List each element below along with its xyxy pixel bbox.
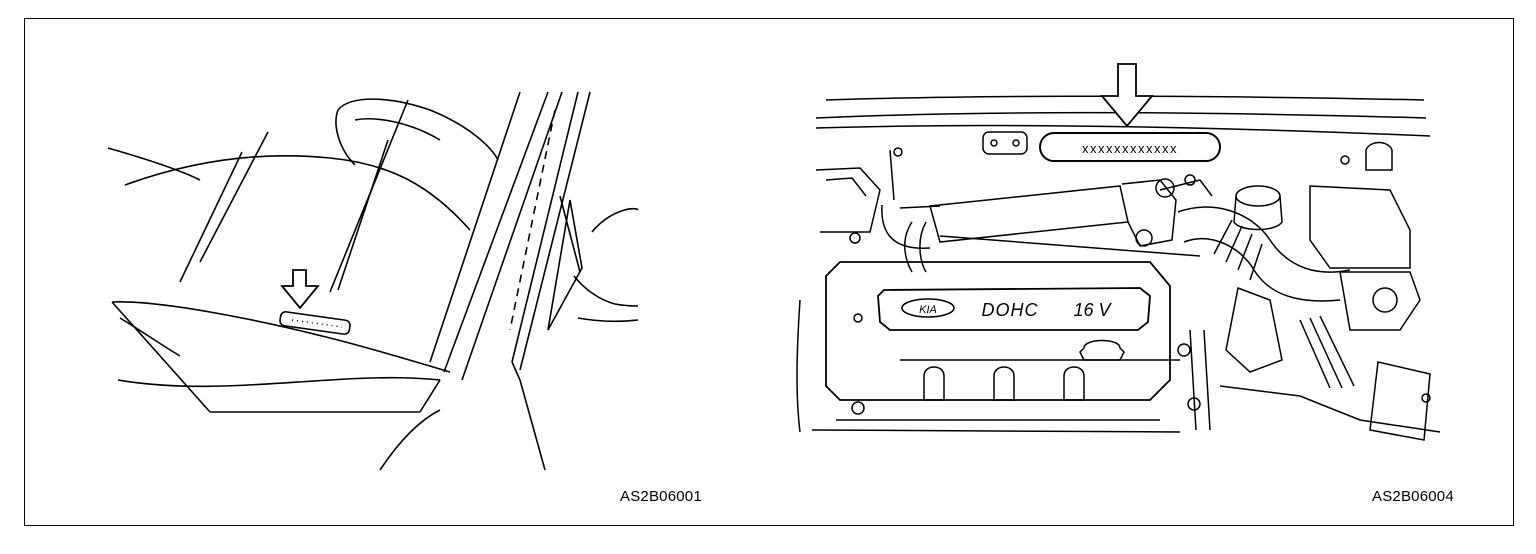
pillar-line-1 [429,91,521,363]
bolt-6 [851,401,865,415]
bolt-3 [1184,174,1196,186]
pillar-line-2 [443,91,549,373]
bracket-right [1339,271,1421,331]
fuse-box [1309,185,1411,269]
cowl-line-top [107,147,201,181]
hood-edge-2 [815,111,1427,119]
hose-vertical-1 [1189,329,1197,431]
radiator-fins [1299,315,1355,389]
bracket-hole-1 [990,139,998,147]
pillar-line-5 [519,91,591,371]
spark-plug-well-3 [1063,366,1085,401]
duct-ribs [1213,219,1263,281]
bolt-2 [849,232,861,244]
hose-vertical-2 [1203,329,1211,431]
throttle-body [1121,179,1177,247]
filter-housing [1225,286,1283,373]
pillar-line-3 [461,91,563,381]
left-fender-edge [796,299,801,433]
side-triangle-inner [559,195,581,273]
dash-left-inner [119,317,181,357]
fender-mid [573,275,639,307]
glass-line-4 [337,139,389,291]
spark-plug-well-1 [923,366,945,401]
bracket [982,131,1028,155]
pillar-lower [511,361,546,471]
pillar-dashed [509,109,556,331]
mirror-inner [354,118,441,141]
bolt-left [893,147,903,157]
dash-left-edge [111,301,211,413]
sensor-top [1365,141,1393,171]
battery-lid [825,177,867,197]
dash-curve [124,155,471,231]
bolt-9 [1187,397,1201,411]
battery-box [815,167,881,233]
engine-block [825,261,1171,401]
reservoir [1233,195,1283,231]
vac-hose [904,221,913,273]
dash-bottom-curve [117,376,441,388]
bolt-5 [1421,393,1431,403]
glass-line-2 [199,131,269,263]
figure-frame [24,18,1514,526]
pointer-arrow-left [280,269,320,310]
steering-arc [379,409,441,471]
cap-right [1372,287,1398,313]
valves-text: 16 V [1073,300,1112,320]
glass-line-1 [179,151,243,283]
engine-text: DOHC [982,300,1039,320]
bolt-7 [853,313,863,323]
kia-logo-oval [901,298,955,318]
bracket-hole-2 [1012,139,1020,147]
vin-label-text: xxxxxxxxxxxx [1082,141,1178,156]
fender-top [591,207,639,233]
mirror-left [335,109,356,166]
corner-box [1369,361,1431,441]
front-line-1 [811,429,1181,433]
engine-cover-plate [877,287,1151,331]
pointer-arrow-right [1100,63,1154,128]
throttle-sensor [1155,178,1175,198]
intake-end [899,205,941,209]
mirror-top [337,98,499,161]
brand-text: KIA [919,304,937,316]
spark-plug-well-2 [993,366,1015,401]
reservoir-cap [1235,185,1281,207]
throttle-bolt [1135,229,1153,247]
bolt-8 [1177,343,1191,357]
intake-tube [929,185,1129,243]
vin-plate-windshield [279,311,351,335]
bolt-4 [1340,155,1350,165]
vin-label-plate [1039,132,1221,162]
fender-low [577,317,639,323]
dash-corner [419,379,441,413]
pillar-line-4 [511,91,579,363]
left-illustration-windshield [107,91,639,471]
oil-cap [1079,339,1125,361]
air-duct-top [1177,206,1351,273]
cable-left [889,149,895,201]
hood-edge-1 [825,95,1425,101]
throttle-cable [939,235,1201,257]
hose-left [881,204,931,249]
figure-code-left: AS2B06001 [620,488,702,505]
figure-code-right: AS2B06004 [1372,488,1454,505]
side-triangle [547,199,583,331]
throttle-link [1159,179,1213,197]
dash-top-edge [111,301,451,373]
vac-hose-2 [919,221,927,273]
hood-edge-3 [815,124,1431,137]
front-line-2 [1219,385,1441,433]
vin-plate-dots [291,319,343,328]
